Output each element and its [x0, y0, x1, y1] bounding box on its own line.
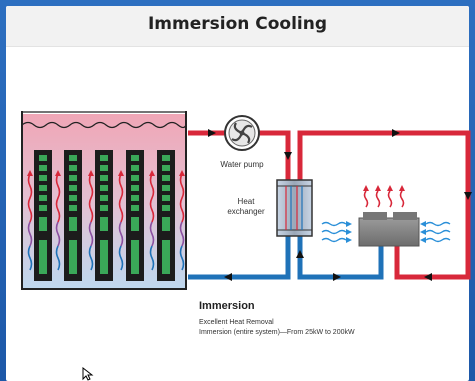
server-slot: [69, 185, 77, 191]
water-pump: [224, 115, 260, 151]
heat-exchanger: [276, 179, 313, 237]
server-slot: [162, 217, 170, 231]
server-slot: [100, 205, 108, 211]
hot-air-arrow: [375, 185, 381, 208]
server-slot: [39, 155, 47, 161]
server-slot: [69, 217, 77, 231]
caption-line-2: Immersion (entire system)—From 25kW to 2…: [199, 329, 355, 336]
server-slot: [100, 175, 108, 181]
server-slot: [162, 165, 170, 171]
cool-air-arrow-left: [321, 237, 352, 243]
server-slot: [162, 240, 170, 274]
server-slot: [39, 185, 47, 191]
server-slot: [39, 205, 47, 211]
caption: Immersion Excellent Heat Removal Immersi…: [199, 300, 355, 338]
server-slot: [131, 185, 139, 191]
server-5: [157, 150, 175, 281]
server-slot: [39, 195, 47, 201]
server-slot: [131, 195, 139, 201]
page-title: Immersion Cooling: [147, 14, 328, 34]
server-4: [126, 150, 144, 281]
exchanger-label-line1: Heat: [238, 197, 256, 206]
cooling-unit: [358, 212, 420, 247]
caption-line-1: Excellent Heat Removal: [199, 319, 274, 326]
server-slot: [131, 205, 139, 211]
server-slot: [39, 175, 47, 181]
cool-air-arrow-left: [321, 229, 352, 235]
hot-air-arrow: [363, 185, 369, 208]
server-slot: [131, 155, 139, 161]
server-slot: [100, 185, 108, 191]
heat-arrow: [179, 170, 185, 271]
heat-arrow: [27, 170, 33, 271]
heat-arrow: [88, 170, 94, 271]
pump-label: Water pump: [220, 160, 264, 169]
server-slot: [100, 195, 108, 201]
flow-arrows: [208, 129, 472, 281]
server-slot: [162, 185, 170, 191]
server-1: [34, 150, 52, 281]
server-slot: [162, 175, 170, 181]
server-2: [64, 150, 82, 281]
server-slot: [162, 205, 170, 211]
server-slot: [100, 240, 108, 274]
cool-air-arrow-right: [420, 229, 451, 235]
server-slot: [39, 165, 47, 171]
server-slot: [131, 175, 139, 181]
server-slot: [69, 165, 77, 171]
server-slot: [39, 240, 47, 274]
server-3: [95, 150, 113, 281]
tank-heat-arrows: [27, 170, 185, 271]
cool-air-arrow-right: [420, 221, 451, 227]
heat-arrow: [55, 170, 61, 271]
caption-title: Immersion: [199, 300, 255, 312]
cool-air-arrow-right: [420, 237, 451, 243]
server-slot: [100, 155, 108, 161]
server-slot: [162, 155, 170, 161]
server-racks: [34, 150, 175, 281]
heat-arrow: [149, 170, 155, 271]
title-bar: Immersion Cooling: [6, 6, 469, 47]
hot-air-arrow: [399, 185, 405, 208]
server-slot: [131, 165, 139, 171]
mouse-cursor-icon: [82, 367, 94, 381]
server-slot: [69, 205, 77, 211]
cooling-unit-airflow: [363, 185, 405, 208]
server-slot: [69, 155, 77, 161]
server-slot: [162, 195, 170, 201]
server-slot: [69, 175, 77, 181]
side-air-arrows: [321, 221, 451, 243]
server-slot: [100, 217, 108, 231]
cool-air-arrow-left: [321, 221, 352, 227]
server-slot: [100, 165, 108, 171]
cold-pipe: [188, 236, 384, 280]
heat-arrow: [118, 170, 124, 271]
server-slot: [131, 240, 139, 274]
hot-air-arrow: [387, 185, 393, 208]
server-slot: [39, 217, 47, 231]
server-slot: [69, 240, 77, 274]
hot-pipe: [188, 130, 471, 280]
server-slot: [69, 195, 77, 201]
server-slot: [131, 217, 139, 231]
exchanger-label-line2: exchanger: [227, 207, 265, 216]
